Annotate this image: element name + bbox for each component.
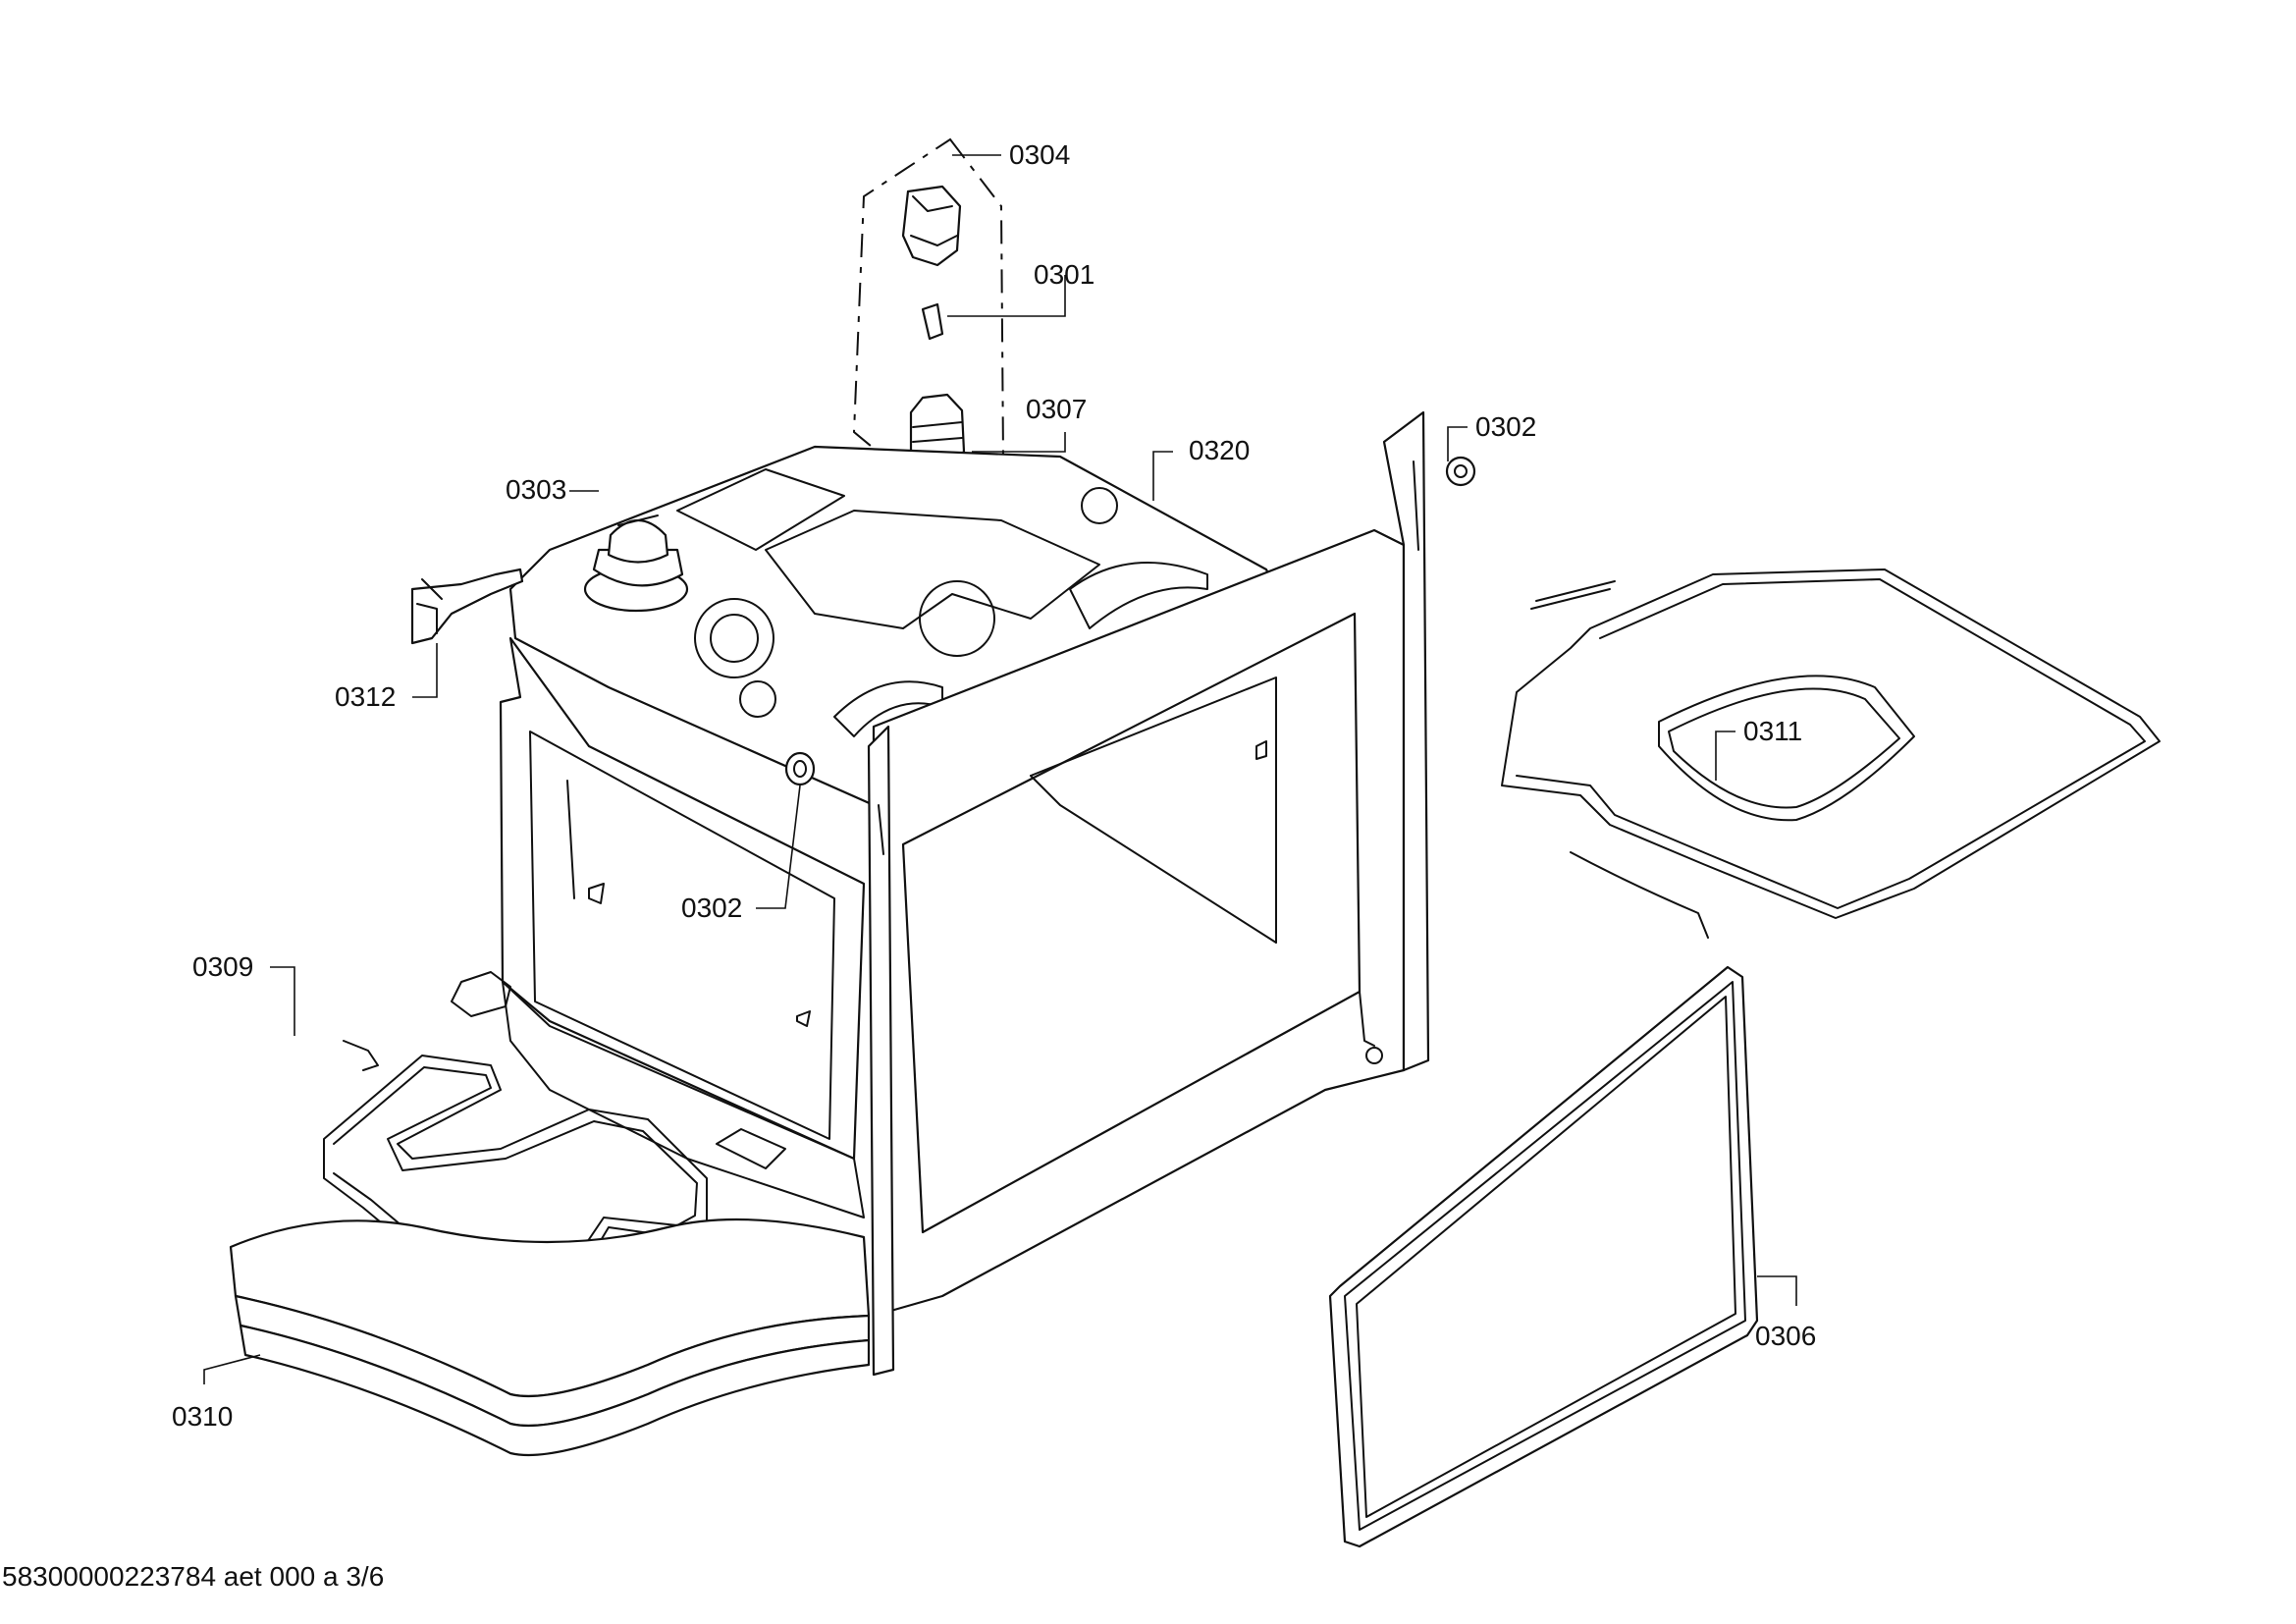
label-0303: 0303 [506,474,566,505]
label-0306: 0306 [1755,1321,1816,1351]
plug-0302-middle [784,751,816,786]
label-0304: 0304 [1009,139,1070,170]
oven-cavity-0320 [499,445,1278,1218]
front-frame [867,410,1430,1377]
label-0310: 0310 [172,1401,233,1432]
label-0320: 0320 [1189,435,1250,465]
label-0301: 0301 [1034,259,1095,290]
label-0311: 0311 [1743,716,1802,746]
plug-0302-top [1445,456,1476,487]
top-heating-element-0311 [1501,568,2161,939]
bracket-0312 [410,568,524,645]
label-0302-top: 0302 [1475,411,1536,442]
label-0302-mid: 0302 [681,893,742,923]
label-0307: 0307 [1026,394,1087,424]
leader-lines [203,154,1797,1384]
insert-0301 [921,302,944,341]
dashed-group-outline [852,137,1005,491]
drawing-reference: 58300000223784 aet 000 a 3/6 [2,1561,384,1592]
door-seal-0306 [1328,965,1759,1548]
insulation-0310 [229,1218,871,1457]
label-0309: 0309 [192,951,253,982]
label-0312: 0312 [335,681,396,712]
knob-0304 [901,185,962,267]
heater-connector-0303 [583,514,689,613]
